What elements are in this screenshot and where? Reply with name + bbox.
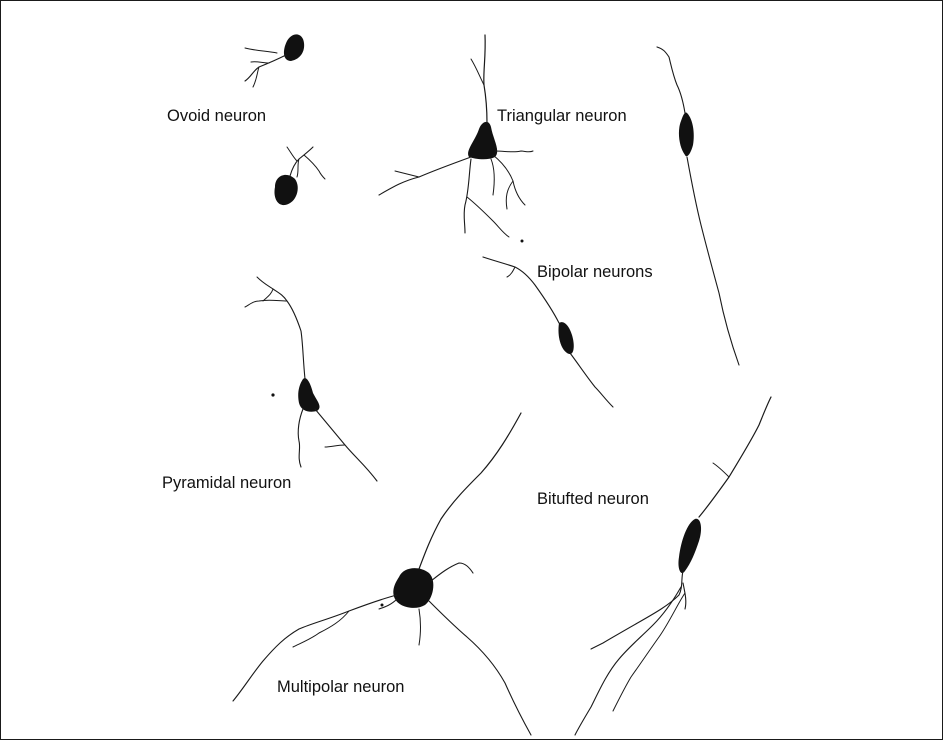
- pyramidal-neuron-neurite: [263, 289, 273, 301]
- stray-dot: [381, 604, 384, 607]
- bipolar-neuron-middle-soma: [558, 322, 573, 354]
- bipolar-neuron-tall-neurite: [687, 157, 739, 365]
- pyramidal-neuron: [245, 277, 377, 481]
- bitufted-neuron-label: Bitufted neuron: [537, 490, 649, 508]
- triangular-neuron: [379, 35, 533, 243]
- multipolar-neuron-neurite: [429, 601, 531, 735]
- multipolar-neuron-neurite: [419, 413, 521, 569]
- pyramidal-neuron-neurite: [315, 409, 377, 481]
- pyramidal-neuron-label: Pyramidal neuron: [162, 474, 291, 492]
- triangular-neuron-neurite: [491, 159, 494, 195]
- multipolar-neuron-soma: [393, 568, 433, 608]
- pyramidal-neuron-soma: [298, 378, 319, 412]
- ovoid-neuron-top-neurite: [245, 48, 277, 53]
- bipolar-neuron-middle-neurite: [507, 267, 515, 277]
- triangular-neuron-neurite: [506, 181, 513, 209]
- triangular-neuron-neurite: [495, 151, 533, 152]
- stray-dot: [271, 393, 274, 396]
- bitufted-neuron-soma: [678, 519, 701, 573]
- bipolar-neuron-tall-soma: [679, 112, 694, 156]
- triangular-neuron-label: Triangular neuron: [497, 107, 627, 125]
- bitufted-neuron-neurite: [613, 593, 685, 711]
- ovoid-neuron-top-neurite: [251, 62, 269, 63]
- bipolar-neurons-label: Bipolar neurons: [537, 263, 653, 281]
- bipolar-neuron-tall-neurite: [657, 47, 685, 113]
- multipolar-neuron-neurite: [293, 611, 349, 647]
- bitufted-neuron-neurite: [713, 463, 729, 477]
- triangular-neuron-neurite: [484, 35, 487, 123]
- ovoid-neuron-label: Ovoid neuron: [167, 107, 266, 125]
- pyramidal-neuron-neurite: [325, 445, 345, 447]
- triangular-neuron-neurite: [493, 155, 525, 205]
- bipolar-neuron-middle-neurite: [570, 353, 613, 407]
- bipolar-neuron-tall: [657, 47, 739, 365]
- triangular-neuron-neurite: [379, 157, 471, 195]
- ovoid-neuron-lower: [274, 147, 325, 205]
- pyramidal-neuron-neurite: [257, 277, 273, 289]
- triangular-neuron-neurite: [467, 197, 509, 237]
- triangular-neuron-neurite: [464, 159, 471, 233]
- triangular-neuron-soma: [468, 122, 497, 159]
- triangular-neuron-neurite: [395, 171, 419, 177]
- stray-dot: [521, 240, 524, 243]
- ovoid-neuron-lower-neurite: [290, 147, 313, 176]
- bitufted-neuron-neurite: [575, 587, 681, 735]
- multipolar-neuron-neurite: [431, 563, 473, 581]
- ovoid-neuron-top-neurite: [245, 55, 286, 81]
- ovoid-neuron-lower-neurite: [304, 155, 325, 179]
- ovoid-neuron-lower-soma: [274, 175, 297, 205]
- multipolar-neuron-label: Multipolar neuron: [277, 678, 405, 696]
- pyramidal-neuron-neurite: [245, 300, 287, 307]
- triangular-neuron-neurite: [471, 59, 484, 85]
- bitufted-neuron: [575, 397, 771, 735]
- ovoid-neuron-lower-neurite: [287, 147, 297, 161]
- bitufted-neuron-neurite: [699, 397, 771, 517]
- multipolar-neuron-neurite: [419, 609, 421, 645]
- pyramidal-neuron-neurite: [298, 409, 303, 467]
- pyramidal-neuron-neurite: [273, 289, 305, 379]
- ovoid-neuron-top: [245, 34, 304, 87]
- ovoid-neuron-top-soma: [284, 34, 304, 61]
- bitufted-neuron-neurite: [591, 571, 683, 649]
